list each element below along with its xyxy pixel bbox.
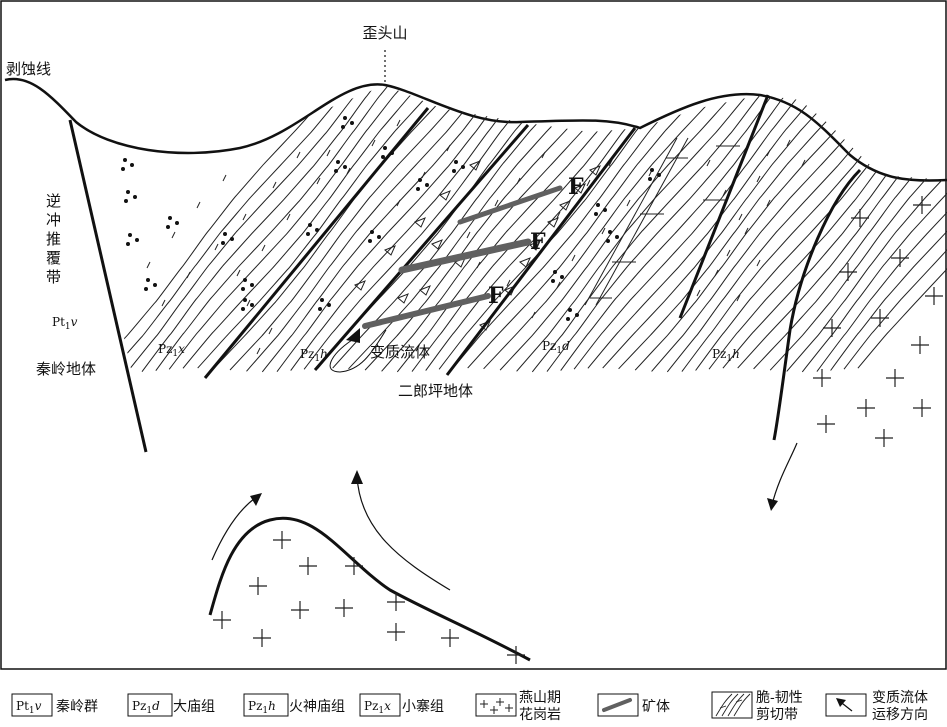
fluid-flow-arrows <box>211 442 798 591</box>
unit-pz1d: Pz1d <box>542 339 570 356</box>
erlangping-block-label: 二郎坪地体 <box>398 382 473 400</box>
fluid-arrow-heads <box>250 470 778 511</box>
unit-pz1x: Pz1x <box>158 342 185 359</box>
legend-fluid-box <box>825 693 867 717</box>
fault-marker-2: F <box>530 229 546 255</box>
strata-dash-marks <box>146 119 806 355</box>
legend-pz1h-label: 火神庙组 <box>289 699 345 715</box>
granite-body-lower <box>208 516 531 662</box>
unit-pt1v: Pt1v <box>52 315 78 332</box>
legend-pz1h-symbol: Pz1h <box>248 699 276 716</box>
legend-shear-box <box>711 691 753 719</box>
qinling-block-label: 秦岭地体 <box>36 360 96 378</box>
fault-1 <box>203 107 430 379</box>
fault-2 <box>313 124 530 371</box>
granite-boundary <box>772 168 862 441</box>
dotted-layers <box>121 116 661 321</box>
granite-crosses-lower <box>213 531 525 664</box>
legend-granite-box <box>475 693 517 717</box>
orebody-1 <box>457 185 563 225</box>
legend-pt1v-symbol: Pt1v <box>16 699 42 716</box>
fluid-loop <box>329 329 387 373</box>
thrust-belt-char-0: 逆 <box>46 192 61 210</box>
legend-shear-label-1: 脆-韧性 <box>756 689 803 706</box>
fault-marker-1: F <box>568 174 584 200</box>
orebody-3 <box>362 293 491 329</box>
legend: Pt1v 秦岭群 Pz1d 大庙组 Pz1h 火神庙组 Pz1x 小寨组 燕山期… <box>11 689 928 723</box>
ore-bodies <box>362 185 563 329</box>
metamorphic-fluid-label: 变质流体 <box>370 343 430 361</box>
legend-pz1h-box <box>243 693 289 717</box>
erosion-line <box>4 77 947 182</box>
unit-pz1h-left: Pz1h <box>300 347 328 364</box>
thrust-fault <box>68 119 148 453</box>
legend-pz1x-box <box>359 693 401 717</box>
major-faults <box>68 94 770 453</box>
legend-orebody-box <box>597 693 639 717</box>
erosion-line-label: 剥蚀线 <box>6 60 51 78</box>
fault-3 <box>445 127 637 376</box>
unit-pz1h-right: Pz1h <box>712 347 740 364</box>
legend-pt1v-box <box>11 693 53 717</box>
orebody-2 <box>398 238 532 274</box>
granite-crosses-right <box>813 196 943 447</box>
legend-shear-label-2: 剪切带 <box>756 707 798 723</box>
peak-label: 歪头山 <box>362 24 407 42</box>
thrust-belt-char-4: 带 <box>46 268 61 286</box>
diagram-frame <box>0 0 947 670</box>
fluid-arrow-head <box>346 328 360 343</box>
legend-fluid-label-2: 运移方向 <box>872 707 928 723</box>
legend-granite-label-1: 燕山期 <box>519 690 561 706</box>
fault-marker-3: F <box>488 283 504 309</box>
legend-pz1d-label: 大庙组 <box>173 699 215 715</box>
legend-fluid-label-1: 变质流体 <box>872 690 928 706</box>
legend-pt1v-label: 秦岭群 <box>56 699 98 715</box>
fault-4 <box>678 94 770 319</box>
shear-zone-ladder <box>584 137 740 306</box>
legend-orebody-label: 矿体 <box>642 699 670 715</box>
thrust-belt-char-2: 推 <box>46 230 61 248</box>
legend-granite-label-2: 花岗岩 <box>519 707 561 723</box>
thrust-belt-char-1: 冲 <box>46 211 61 229</box>
legend-pz1x-symbol: Pz1x <box>364 699 391 716</box>
legend-pz1d-symbol: Pz1d <box>132 699 160 716</box>
legend-pz1d-box <box>127 693 173 717</box>
thrust-belt-char-3: 覆 <box>46 249 61 267</box>
legend-pz1x-label: 小寨组 <box>402 698 444 715</box>
